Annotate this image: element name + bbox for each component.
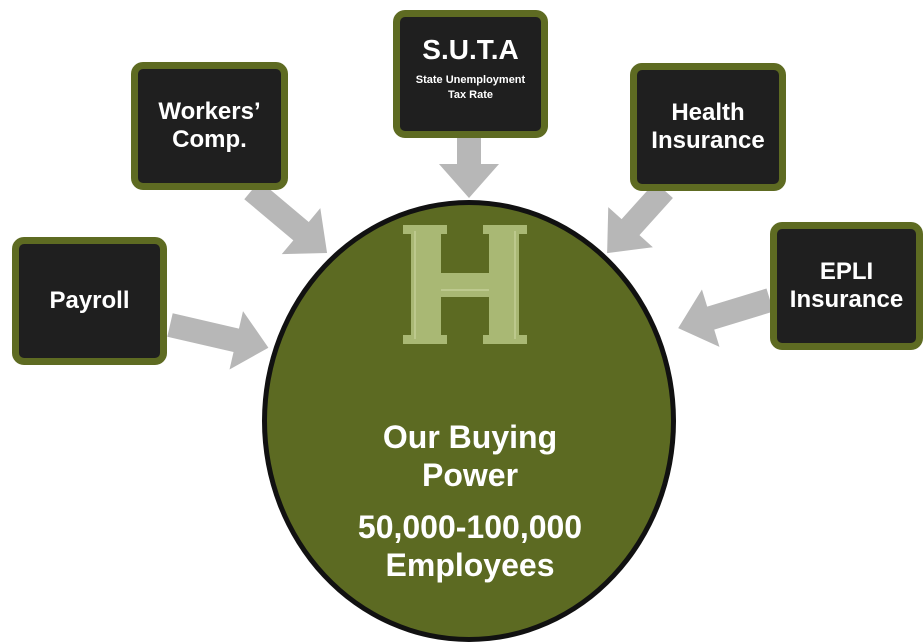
arrow-workers-comp: [244, 180, 328, 255]
employee-count-line1: 50,000-100,000: [357, 509, 583, 545]
suta-box: S.U.T.A State Unemployment Tax Rate: [393, 10, 548, 138]
buying-power-text: Our Buying Power: [300, 418, 640, 494]
buying-power-line2: Power: [421, 457, 519, 493]
payroll-box: Payroll: [12, 237, 167, 365]
workers-comp-label-line2: Comp.: [172, 126, 247, 153]
health-insurance-box: Health Insurance: [630, 63, 786, 191]
workers-comp-box: Workers’ Comp.: [131, 62, 288, 190]
suta-label: S.U.T.A: [422, 34, 519, 65]
arrow-payroll: [167, 311, 269, 370]
arrow-suta: [439, 138, 499, 198]
epli-insurance-box: EPLI Insurance: [770, 222, 923, 350]
health-label-line1: Health: [671, 99, 745, 126]
suta-sub-line1: State Unemployment: [415, 74, 526, 86]
epli-label-line1: EPLI: [819, 258, 874, 285]
employee-count-line2: Employees: [385, 547, 555, 583]
workers-comp-label-line1: Workers’: [158, 98, 261, 125]
arrow-health: [607, 181, 673, 254]
health-label-line2: Insurance: [651, 127, 765, 154]
suta-sub-line2: Tax Rate: [447, 89, 494, 101]
buying-power-line1: Our Buying: [382, 419, 558, 455]
employee-count-text: 50,000-100,000 Employees: [300, 508, 640, 584]
h-logo-icon: [403, 225, 527, 344]
payroll-label: Payroll: [49, 287, 130, 314]
epli-label-line2: Insurance: [789, 286, 904, 313]
arrow-epli: [678, 288, 774, 347]
